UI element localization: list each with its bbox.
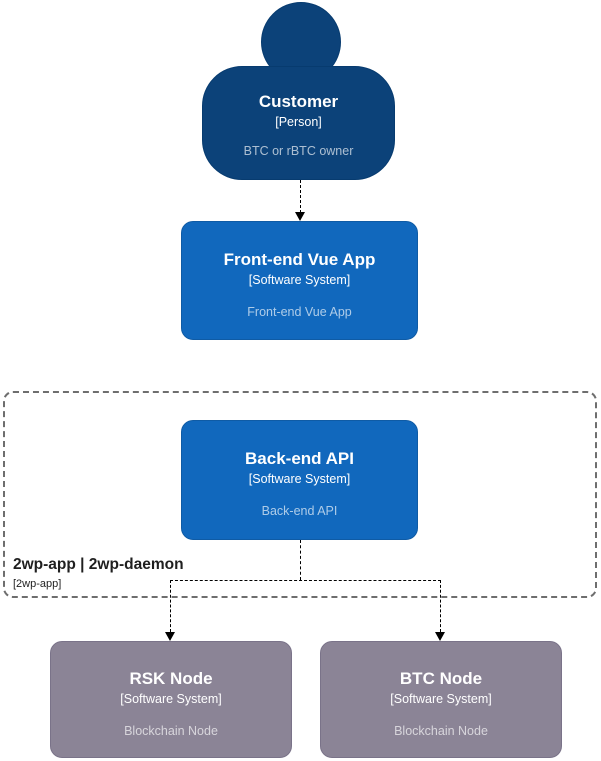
boundary-title: 2wp-app | 2wp-daemon bbox=[13, 556, 184, 574]
backend-title: Back-end API bbox=[245, 449, 354, 468]
backend-node: Back-end API [Software System] Back-end … bbox=[181, 420, 418, 540]
edge-customer-frontend bbox=[300, 180, 301, 213]
boundary-2wp-app: 2wp-app | 2wp-daemon [2wp-app] bbox=[3, 391, 597, 598]
customer-node: Customer [Person] BTC or rBTC owner bbox=[202, 66, 395, 180]
boundary-label: 2wp-app | 2wp-daemon [2wp-app] bbox=[13, 556, 184, 590]
customer-title: Customer bbox=[258, 92, 339, 111]
btc-title: BTC Node bbox=[399, 669, 483, 688]
edge-backend-stem bbox=[300, 540, 301, 580]
boundary-subtitle: [2wp-app] bbox=[13, 578, 62, 590]
edge-backend-btc bbox=[440, 580, 441, 632]
frontend-type: [Software System] bbox=[248, 272, 351, 287]
frontend-description: Front-end Vue App bbox=[247, 304, 352, 319]
btc-description: Blockchain Node bbox=[394, 723, 488, 738]
rsk-description: Blockchain Node bbox=[124, 723, 218, 738]
edge-backend-btc-arrowhead bbox=[435, 632, 445, 641]
customer-type: [Person] bbox=[275, 114, 322, 129]
edge-backend-split bbox=[170, 580, 441, 581]
btc-type: [Software System] bbox=[390, 691, 492, 706]
frontend-node: Front-end Vue App [Software System] Fron… bbox=[181, 221, 418, 340]
backend-type: [Software System] bbox=[248, 471, 351, 486]
rsk-title: RSK Node bbox=[129, 669, 213, 688]
customer-description: BTC or rBTC owner bbox=[243, 143, 354, 158]
edge-customer-frontend-arrowhead bbox=[295, 212, 305, 221]
rsk-node: RSK Node [Software System] Blockchain No… bbox=[50, 641, 292, 758]
edge-backend-rsk-arrowhead bbox=[165, 632, 175, 641]
edge-backend-rsk bbox=[170, 580, 171, 632]
rsk-type: [Software System] bbox=[120, 691, 222, 706]
backend-description: Back-end API bbox=[261, 503, 338, 518]
btc-node: BTC Node [Software System] Blockchain No… bbox=[320, 641, 562, 758]
frontend-title: Front-end Vue App bbox=[223, 250, 376, 269]
